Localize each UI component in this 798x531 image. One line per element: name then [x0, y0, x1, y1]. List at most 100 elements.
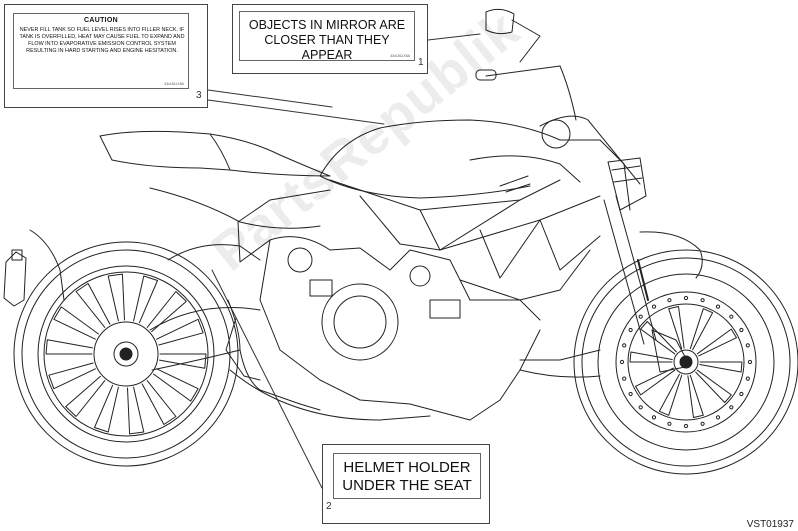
side-panel [237, 189, 331, 263]
spoke [146, 291, 187, 333]
cylinder-head-rear [287, 247, 313, 273]
fork-leg-front [615, 195, 657, 341]
spoke [699, 361, 743, 373]
rear-tire-outer [13, 241, 239, 467]
grip [475, 69, 497, 81]
subframe [149, 187, 321, 229]
front-rim [597, 273, 775, 451]
front-brake-disc [615, 291, 757, 433]
leader-line-2 [211, 269, 323, 489]
mirror-text-line1: OBJECTS IN MIRROR ARE [248, 18, 406, 32]
caution-decal: CAUTION NEVER FILL TANK SO FUEL LEVEL RI… [13, 13, 189, 89]
disc-hole [651, 304, 657, 309]
caution-decal-panel: CAUTION NEVER FILL TANK SO FUEL LEVEL RI… [4, 4, 208, 108]
brake-line [559, 65, 577, 121]
spoke [127, 386, 145, 435]
exhaust-muffler [225, 317, 261, 381]
disc-hole [715, 304, 721, 309]
engine-outline-top [269, 236, 541, 321]
spoke [696, 328, 737, 357]
rear-hub-disc [93, 321, 159, 387]
disc-hole [729, 314, 734, 319]
tail-top [99, 130, 331, 177]
exhaust-bellypan [225, 299, 601, 421]
spoke [133, 275, 158, 324]
rear-tire-inner [21, 249, 231, 459]
helmet-decal: HELMET HOLDER UNDER THE SEAT [333, 453, 481, 499]
rear-shock-area [167, 244, 261, 261]
disc-hole [667, 298, 672, 303]
disc-hole [739, 391, 744, 397]
spoke [107, 273, 125, 322]
spoke [159, 353, 207, 369]
disc-hole [747, 359, 753, 365]
tank-badge [499, 175, 529, 187]
swingarm-upper [149, 307, 261, 331]
spoke [94, 384, 119, 433]
radiator-side [459, 249, 591, 301]
mirror-text: OBJECTS IN MIRROR ARE CLOSER THAN THEY A… [240, 18, 414, 63]
engine-sump [409, 329, 541, 421]
seat-step [209, 133, 231, 171]
swingarm-lower [151, 349, 241, 371]
front-wheel [573, 249, 798, 475]
disc-hole [638, 405, 643, 410]
spoke [695, 369, 732, 403]
leader-line-3 [207, 99, 385, 125]
mirror-text-line2: CLOSER THAN THEY APPEAR [264, 33, 390, 62]
disc-hole [622, 376, 627, 381]
trellis-frame [329, 179, 601, 279]
disc-hole [683, 423, 689, 429]
disc-hole [651, 415, 657, 420]
leader-line-3-b [207, 89, 333, 108]
caution-text: NEVER FILL TANK SO FUEL LEVEL RISES INTO… [19, 27, 185, 54]
spoke [65, 375, 106, 417]
spoke [53, 306, 99, 340]
callout-2: 2 [326, 501, 332, 512]
rear-fender [3, 229, 65, 307]
engine [259, 236, 591, 421]
disc-hole [739, 327, 744, 333]
disc-hole [619, 359, 625, 365]
spoke [75, 283, 111, 328]
fuel-tank [319, 119, 581, 199]
frame-top-rail [329, 179, 561, 211]
disc-hole [715, 415, 721, 420]
handlebar-mirror [475, 8, 577, 121]
mirror-decal: OBJECTS IN MIRROR ARE CLOSER THAN THEY A… [239, 11, 415, 63]
belly-pan [229, 369, 431, 421]
front-cowl [539, 115, 647, 211]
helmet-text-line2: UNDER THE SEAT [342, 477, 472, 494]
caution-title: CAUTION [84, 17, 118, 24]
rear-hub [113, 341, 139, 367]
rear-hugger [29, 229, 65, 301]
instrument-cluster [541, 119, 571, 149]
disc-hole [700, 298, 705, 303]
disc-hole [729, 405, 734, 410]
clutch-cover [321, 283, 399, 361]
rear-wheel [13, 241, 239, 467]
seat-tail [99, 130, 331, 229]
fork-reflector [637, 259, 649, 301]
disc-hole [622, 343, 627, 348]
handlebar [485, 65, 561, 77]
helmet-text-line1: HELMET HOLDER [343, 459, 471, 476]
spoke [629, 351, 673, 363]
callout-1: 1 [418, 57, 424, 68]
disc-hole [628, 327, 633, 333]
caution-part-code: 43x1811X5A [164, 82, 184, 86]
mirror-stem [511, 19, 541, 63]
spoke [156, 318, 204, 346]
disc-hole [745, 343, 750, 348]
front-fender [639, 231, 703, 279]
disc-hole [683, 295, 689, 301]
spoke [689, 308, 714, 351]
mirror-decal-panel: OBJECTS IN MIRROR ARE CLOSER THAN THEY A… [232, 4, 428, 74]
fork-leg-rear [603, 199, 645, 345]
rear-light [11, 249, 23, 261]
front-fork [603, 195, 703, 373]
mirror-head [485, 8, 515, 35]
disc-hole [628, 391, 633, 397]
rear-spokes [45, 273, 207, 435]
swingarm [149, 244, 261, 371]
